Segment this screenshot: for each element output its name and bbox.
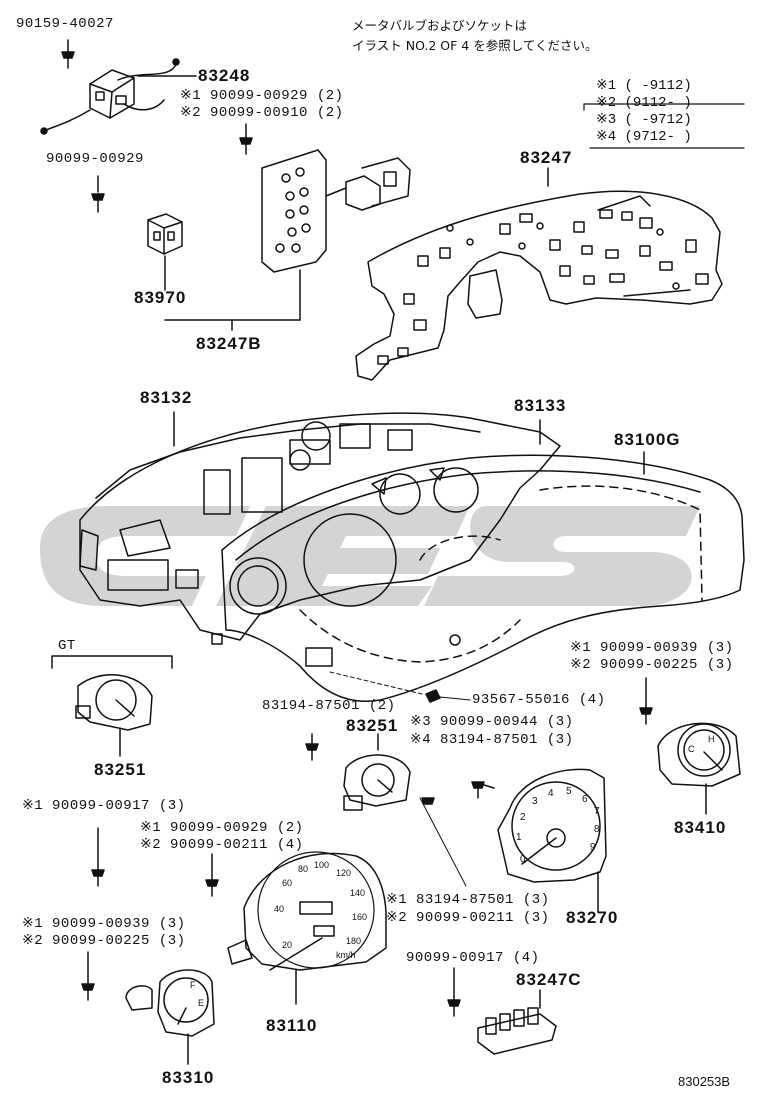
label-83110-note-1: ※1 90099-00929 (2) bbox=[140, 820, 304, 836]
speedo-tick-40: 40 bbox=[274, 904, 284, 914]
tacho-tick-9: 9 bbox=[590, 842, 596, 853]
label-gt: GT bbox=[58, 638, 76, 654]
gt-bracket bbox=[51, 655, 173, 669]
tacho-tick-8: 8 bbox=[594, 824, 600, 835]
label-83410: 83410 bbox=[674, 818, 727, 837]
label-83310-note-2: ※2 90099-00225 (3) bbox=[22, 933, 186, 949]
label-83251: 83251 bbox=[346, 716, 399, 735]
harness-bracket-83248 bbox=[40, 58, 197, 135]
label-83110-note-2: ※2 90099-00211 (4) bbox=[140, 837, 304, 853]
speedo-tick-160: 160 bbox=[352, 912, 367, 922]
speedo-tick-140: 140 bbox=[350, 888, 365, 898]
label-93567-note-3: ※3 90099-00944 (3) bbox=[410, 714, 574, 730]
tacho-tick-3: 3 bbox=[532, 796, 538, 807]
meter-case-83132 bbox=[79, 411, 561, 641]
speedo-tick-120: 120 bbox=[336, 868, 351, 878]
label-93567-55016: 93567-55016 (4) bbox=[472, 692, 606, 708]
label-83248-note-2: ※2 90099-00910 (2) bbox=[180, 105, 344, 121]
label-83133: 83133 bbox=[514, 396, 567, 415]
label-83110: 83110 bbox=[266, 1016, 318, 1035]
note-line-2: イラスト NO.2 OF 4 を参照してください。 bbox=[352, 38, 598, 53]
figure-code: 830253B bbox=[678, 1074, 731, 1089]
legend-item-2: ※2 (9112- ) bbox=[596, 95, 692, 111]
small-gauge-marks: F E H C bbox=[190, 734, 715, 1008]
screw-90099-00929 bbox=[91, 175, 105, 213]
speedometer-scale: 20 40 60 80 100 120 140 160 180 km/h bbox=[274, 860, 367, 960]
label-83248-note-1: ※1 90099-00929 (2) bbox=[180, 88, 344, 104]
temp-hot-mark: H bbox=[708, 734, 715, 744]
gauge-83410 bbox=[657, 722, 741, 815]
tachometer-83270 bbox=[497, 768, 607, 913]
label-83247C: 83247C bbox=[516, 970, 582, 989]
label-83270: 83270 bbox=[566, 908, 619, 927]
fuel-empty-mark: E bbox=[198, 998, 204, 1008]
label-83194-87501-2: 83194-87501 (2) bbox=[262, 698, 396, 714]
label-83247: 83247 bbox=[520, 148, 573, 167]
tachometer-scale: 0 1 2 3 4 5 6 7 8 9 bbox=[516, 786, 600, 865]
speedo-tick-100: 100 bbox=[314, 860, 329, 870]
gauge-83251 bbox=[343, 733, 411, 811]
label-90099-00917-4: 90099-00917 (4) bbox=[406, 950, 540, 966]
label-83310-note-1: ※1 90099-00939 (3) bbox=[22, 916, 186, 932]
printed-circuit-83247 bbox=[355, 167, 723, 381]
socket-83970 bbox=[147, 213, 183, 291]
label-90099-00917-3: ※1 90099-00917 (3) bbox=[22, 798, 186, 814]
tacho-tick-7: 7 bbox=[594, 806, 600, 817]
speedometer-83110 bbox=[227, 851, 387, 1005]
tacho-tick-5: 5 bbox=[566, 786, 572, 797]
legend-item-1: ※1 ( -9112) bbox=[596, 78, 692, 94]
label-83248: 83248 bbox=[198, 66, 251, 85]
screw-90159-40027 bbox=[61, 39, 75, 69]
leader-lines bbox=[329, 671, 471, 887]
tacho-tick-1: 1 bbox=[516, 832, 522, 843]
label-83247B: 83247B bbox=[196, 334, 262, 353]
note-line-1: メータバルブおよびソケットは bbox=[352, 18, 528, 33]
label-83251-gt: 83251 bbox=[94, 760, 147, 779]
speedo-tick-180: 180 bbox=[346, 936, 361, 946]
tacho-tick-6: 6 bbox=[582, 794, 588, 805]
legend-item-4: ※4 (9712- ) bbox=[596, 129, 692, 145]
meter-lens-83100G bbox=[211, 419, 745, 702]
label-83970: 83970 bbox=[134, 288, 187, 307]
screw-set bbox=[81, 677, 653, 1017]
temp-cold-mark: C bbox=[688, 744, 695, 754]
speedo-tick-20: 20 bbox=[282, 940, 292, 950]
tacho-tick-0: 0 bbox=[520, 854, 526, 865]
label-90099-00929: 90099-00929 bbox=[46, 151, 144, 167]
label-83100G: 83100G bbox=[614, 430, 681, 449]
gauge-83251-gt bbox=[75, 674, 153, 757]
label-83410-note-2: ※2 90099-00225 (3) bbox=[570, 657, 734, 673]
circuit-board-83247B bbox=[164, 149, 411, 331]
label-90159-40027: 90159-40027 bbox=[16, 16, 114, 32]
legend-item-3: ※3 ( -9712) bbox=[596, 112, 692, 128]
label-83132: 83132 bbox=[140, 388, 193, 407]
speedo-tick-80: 80 bbox=[298, 864, 308, 874]
watermark-logo bbox=[40, 506, 700, 606]
screw-83248 bbox=[239, 123, 253, 155]
fuel-full-mark: F bbox=[190, 980, 196, 990]
socket-set-83247C bbox=[477, 989, 557, 1055]
label-83310: 83310 bbox=[162, 1068, 215, 1087]
label-83270-note-2: ※2 90099-00211 (3) bbox=[386, 910, 550, 926]
gauge-83310 bbox=[125, 969, 215, 1065]
speedo-unit: km/h bbox=[336, 950, 356, 960]
legend-rule bbox=[583, 103, 745, 149]
socket-reference-note: メータバルブおよびソケットは イラスト NO.2 OF 4 を参照してください。 bbox=[352, 18, 598, 54]
date-legend: ※1 ( -9112) ※2 (9112- ) ※3 ( -9712) ※4 (… bbox=[596, 78, 692, 146]
tacho-tick-2: 2 bbox=[520, 812, 526, 823]
label-93567-note-4: ※4 83194-87501 (3) bbox=[410, 732, 574, 748]
tacho-tick-4: 4 bbox=[548, 788, 554, 799]
label-83410-note-1: ※1 90099-00939 (3) bbox=[570, 640, 734, 656]
label-83270-note-1: ※1 83194-87501 (3) bbox=[386, 892, 550, 908]
speedo-tick-60: 60 bbox=[282, 878, 292, 888]
